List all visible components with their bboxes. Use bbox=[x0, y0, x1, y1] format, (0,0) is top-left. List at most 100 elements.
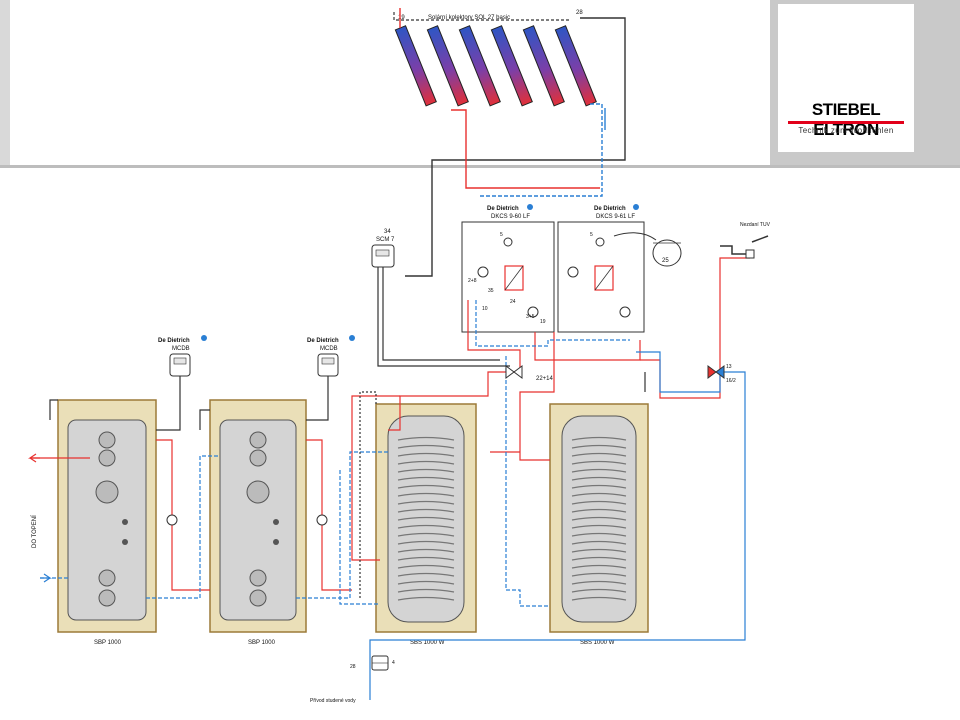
coil-turn bbox=[397, 572, 455, 577]
station-number: 5 bbox=[500, 232, 503, 238]
coil-turn bbox=[571, 484, 627, 489]
controller-number: 34 bbox=[384, 229, 391, 235]
mixing-valve-tag: 22+14 bbox=[536, 376, 554, 382]
station-number: 10 bbox=[482, 306, 488, 312]
coil-turn bbox=[397, 556, 455, 561]
coil-turn bbox=[571, 516, 627, 521]
station-number: 3+5 bbox=[526, 314, 535, 320]
station-number: 2+8 bbox=[468, 278, 477, 284]
coil-turn bbox=[571, 556, 627, 561]
buffer-tank-2-label: SBP 1000 bbox=[248, 640, 276, 646]
station-1-brand: De Dietrich bbox=[487, 206, 519, 212]
transfer-station-1 bbox=[461, 221, 555, 333]
heating-outlet-label: DO TOPENÍ bbox=[31, 515, 38, 548]
left-gray-strip bbox=[0, 0, 10, 165]
coil-turn bbox=[397, 508, 455, 513]
storage-tank-1 bbox=[375, 403, 477, 633]
buffer-tank-1 bbox=[57, 399, 157, 633]
coil-turn bbox=[397, 532, 455, 537]
buffer-tank-1-label: SBP 1000 bbox=[94, 640, 122, 646]
heating-flow-arrow-icon bbox=[28, 453, 40, 463]
mixing-valve bbox=[505, 365, 523, 379]
coil-turn bbox=[397, 516, 455, 521]
brand-tagline: Technik zum Wohlfühlen bbox=[798, 126, 894, 135]
coil-turn bbox=[397, 468, 455, 473]
mcdb-1-brand: De Dietrich bbox=[158, 338, 190, 344]
mcdb-2-label: MCDB bbox=[320, 346, 338, 352]
dhw-tag: 13 bbox=[726, 364, 732, 370]
coil-turn bbox=[397, 564, 455, 569]
station-number: 35 bbox=[488, 288, 494, 294]
coil-turn bbox=[571, 596, 627, 601]
expansion-vessel-number: 25 bbox=[662, 258, 669, 264]
brand-underline bbox=[788, 121, 904, 124]
cold-water-meter bbox=[371, 655, 389, 671]
coil-turn bbox=[571, 524, 627, 529]
brand-logo: STIEBEL ELTRON Technik zum Wohlfühlen bbox=[778, 4, 914, 152]
station-2-title: DKCS 9-61 LF bbox=[596, 214, 635, 220]
cold-water-tag-1: 28 bbox=[350, 664, 356, 670]
storage-tank-2-label: SBS 1000 W bbox=[580, 640, 615, 646]
coil-turn bbox=[397, 596, 455, 601]
dhw-tag-2: 16/2 bbox=[726, 378, 736, 384]
coil-turn bbox=[397, 476, 455, 481]
solar-collector-panel bbox=[458, 25, 501, 107]
mcdb-1-label: MCDB bbox=[172, 346, 190, 352]
coil-turn bbox=[571, 468, 627, 473]
solar-collector-panel bbox=[426, 25, 469, 107]
coil-turn bbox=[571, 452, 627, 457]
coil-turn bbox=[571, 548, 627, 553]
station-1-title: DKCS 9-60 LF bbox=[491, 214, 530, 220]
coil-turn bbox=[571, 564, 627, 569]
coil-turn bbox=[571, 580, 627, 585]
coil-turn bbox=[571, 436, 627, 441]
coil-turn bbox=[571, 500, 627, 505]
coil-turn bbox=[397, 452, 455, 457]
station-number: 24 bbox=[510, 299, 516, 305]
collector-tag-left: 19 bbox=[398, 15, 405, 21]
collector-tag-right: 28 bbox=[576, 10, 583, 16]
coil-turn bbox=[397, 588, 455, 593]
pump-icon bbox=[166, 514, 178, 526]
collector-piping bbox=[393, 8, 626, 277]
station-number: 5 bbox=[590, 232, 593, 238]
station-number: 19 bbox=[540, 319, 546, 325]
header-divider bbox=[0, 165, 960, 168]
coil-turn bbox=[571, 540, 627, 545]
coil-turn bbox=[397, 500, 455, 505]
storage-tank-1-label: SBS 1000 W bbox=[410, 640, 445, 646]
dhw-tap-icon bbox=[720, 235, 769, 259]
expansion-vessel bbox=[613, 232, 682, 267]
pump-icon bbox=[316, 514, 328, 526]
coil-turn bbox=[397, 484, 455, 489]
coil-turn bbox=[397, 540, 455, 545]
coil-turn bbox=[397, 492, 455, 497]
coil-turn bbox=[397, 580, 455, 585]
coil-turn bbox=[571, 460, 627, 465]
solar-collector-panel bbox=[490, 25, 533, 107]
brand-diamond-icon bbox=[527, 204, 533, 210]
coil-turn bbox=[571, 572, 627, 577]
coil-turn bbox=[397, 524, 455, 529]
station-2-brand: De Dietrich bbox=[594, 206, 626, 212]
thermostatic-valve bbox=[707, 365, 725, 379]
brand-diamond-icon bbox=[633, 204, 639, 210]
mcdb-2-brand: De Dietrich bbox=[307, 338, 339, 344]
buffer-tank-2 bbox=[209, 399, 307, 633]
heating-return-arrow-icon bbox=[40, 573, 52, 583]
coil-turn bbox=[397, 460, 455, 465]
coil-turn bbox=[571, 444, 627, 449]
brand-diamond-icon bbox=[349, 335, 355, 341]
storage-tank-2 bbox=[549, 403, 649, 633]
coil-turn bbox=[397, 436, 455, 441]
controller-label: SCM 7 bbox=[376, 237, 395, 243]
brand-name: STIEBEL ELTRON bbox=[811, 100, 881, 139]
coil-turn bbox=[397, 444, 455, 449]
controller-scm7 bbox=[371, 244, 395, 268]
coil-turn bbox=[397, 548, 455, 553]
solar-collector-panel bbox=[522, 25, 565, 107]
cold-water-tag-2: 4 bbox=[392, 660, 395, 666]
brand-diamond-icon bbox=[201, 335, 207, 341]
